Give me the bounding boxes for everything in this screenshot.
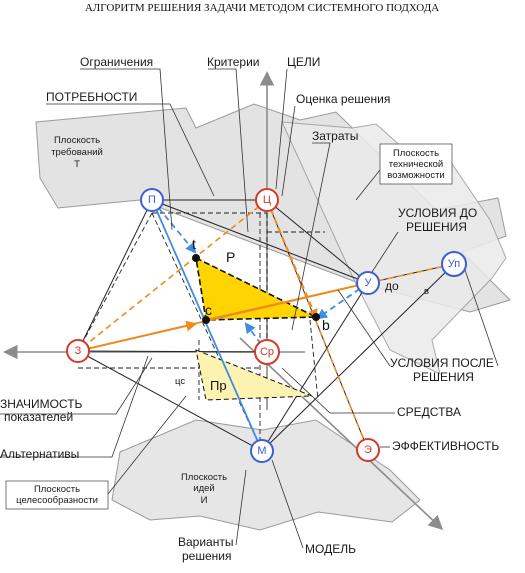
label-kriterii: Критерии (207, 55, 259, 69)
leader-lines (0, 68, 499, 549)
projection-triangle-Pr (195, 349, 313, 401)
node-Z: З (66, 339, 90, 363)
label-tseli: ЦЕЛИ (287, 55, 320, 69)
svg-text:Плоскость: Плоскость (393, 148, 439, 159)
svg-text:Ср: Ср (260, 346, 274, 358)
svg-text:технической: технической (389, 159, 443, 170)
label-znachimost-1: ЗНАЧИМОСТЬ (0, 397, 83, 411)
svg-text:П: П (148, 194, 156, 206)
plane-technical-feasibility (281, 121, 507, 375)
label-usloviya-do-2: РЕШЕНИЯ (406, 220, 467, 234)
svg-text:Ц: Ц (263, 194, 271, 206)
box-plane-requirements: Плоскость требований Т (51, 135, 103, 170)
svg-text:целесообразности: целесообразности (16, 495, 98, 506)
decision-triangle-P (194, 256, 317, 321)
svg-text:идей: идей (193, 483, 214, 494)
label-znachimost-2: показателей (4, 410, 73, 424)
point-b-label: b (322, 317, 330, 333)
svg-text:У: У (365, 277, 373, 289)
label-effektivnost: ЭФФЕКТИВНОСТЬ (392, 439, 499, 453)
svg-text:З: З (75, 345, 82, 357)
box-plane-expediency: Плоскость целесообразности (5, 480, 109, 510)
point-t (192, 254, 200, 262)
do-label: до (385, 279, 399, 293)
orange-solid-lines (77, 282, 369, 352)
svg-text:Э: Э (364, 444, 372, 456)
node-M: М (250, 439, 274, 463)
v-label: в (424, 286, 429, 297)
svg-text:Уп: Уп (448, 258, 460, 270)
node-U: У (356, 271, 380, 295)
svg-text:Плоскость: Плоскость (54, 135, 100, 146)
label-ogranicheniya: Ограничения (80, 55, 153, 69)
point-c (202, 316, 210, 324)
node-P: П (140, 188, 164, 212)
node-E: Э (356, 438, 380, 462)
svg-text:Т: Т (74, 159, 80, 170)
box-plane-technical: Плоскость технической возможности (379, 143, 453, 185)
label-alternativy: Альтернативы (0, 447, 79, 461)
node-Sr: Ср (254, 339, 280, 365)
svg-text:Плоскость: Плоскость (181, 472, 227, 483)
svg-text:Плоскость: Плоскость (34, 484, 80, 495)
orange-dashed-lines (77, 199, 455, 451)
label-zatraty: Затраты (312, 129, 358, 143)
triangle-Pr-label: Пр (210, 378, 227, 393)
node-Ts: Ц (255, 188, 279, 212)
label-usloviya-posle-1: УСЛОВИЯ ПОСЛЕ (390, 356, 494, 370)
label-model: МОДЕЛЬ (305, 542, 356, 556)
svg-text:М: М (257, 445, 266, 457)
box-plane-ideas: Плоскость идей И (181, 472, 227, 506)
svg-text:возможности: возможности (387, 170, 444, 181)
diagram-title: АЛГОРИТМ РЕШЕНИЯ ЗАДАЧИ МЕТОДОМ СИСТЕМНО… (85, 2, 439, 14)
label-usloviya-posle-2: РЕШЕНИЯ (413, 370, 474, 384)
plane-ideas (111, 419, 421, 531)
label-varianty-2: решения (182, 549, 231, 563)
node-Up: Уп (441, 251, 467, 277)
svg-text:требований: требований (51, 147, 103, 158)
triangle-P-label: P (226, 249, 235, 265)
label-potrebnosti: ПОТРЕБНОСТИ (46, 90, 137, 104)
label-sredstva: СРЕДСТВА (397, 405, 461, 419)
label-otsenka: Оценка решения (296, 92, 390, 106)
svg-text:И: И (201, 495, 208, 506)
point-t-label: t (192, 236, 196, 252)
diagonal-axis (239, 337, 444, 530)
point-b (312, 313, 320, 321)
label-varianty-1: Варианты (178, 535, 233, 549)
point-c-label: c (205, 302, 212, 318)
label-usloviya-do-1: УСЛОВИЯ ДО (398, 206, 477, 220)
tss-label: цс (175, 376, 185, 387)
